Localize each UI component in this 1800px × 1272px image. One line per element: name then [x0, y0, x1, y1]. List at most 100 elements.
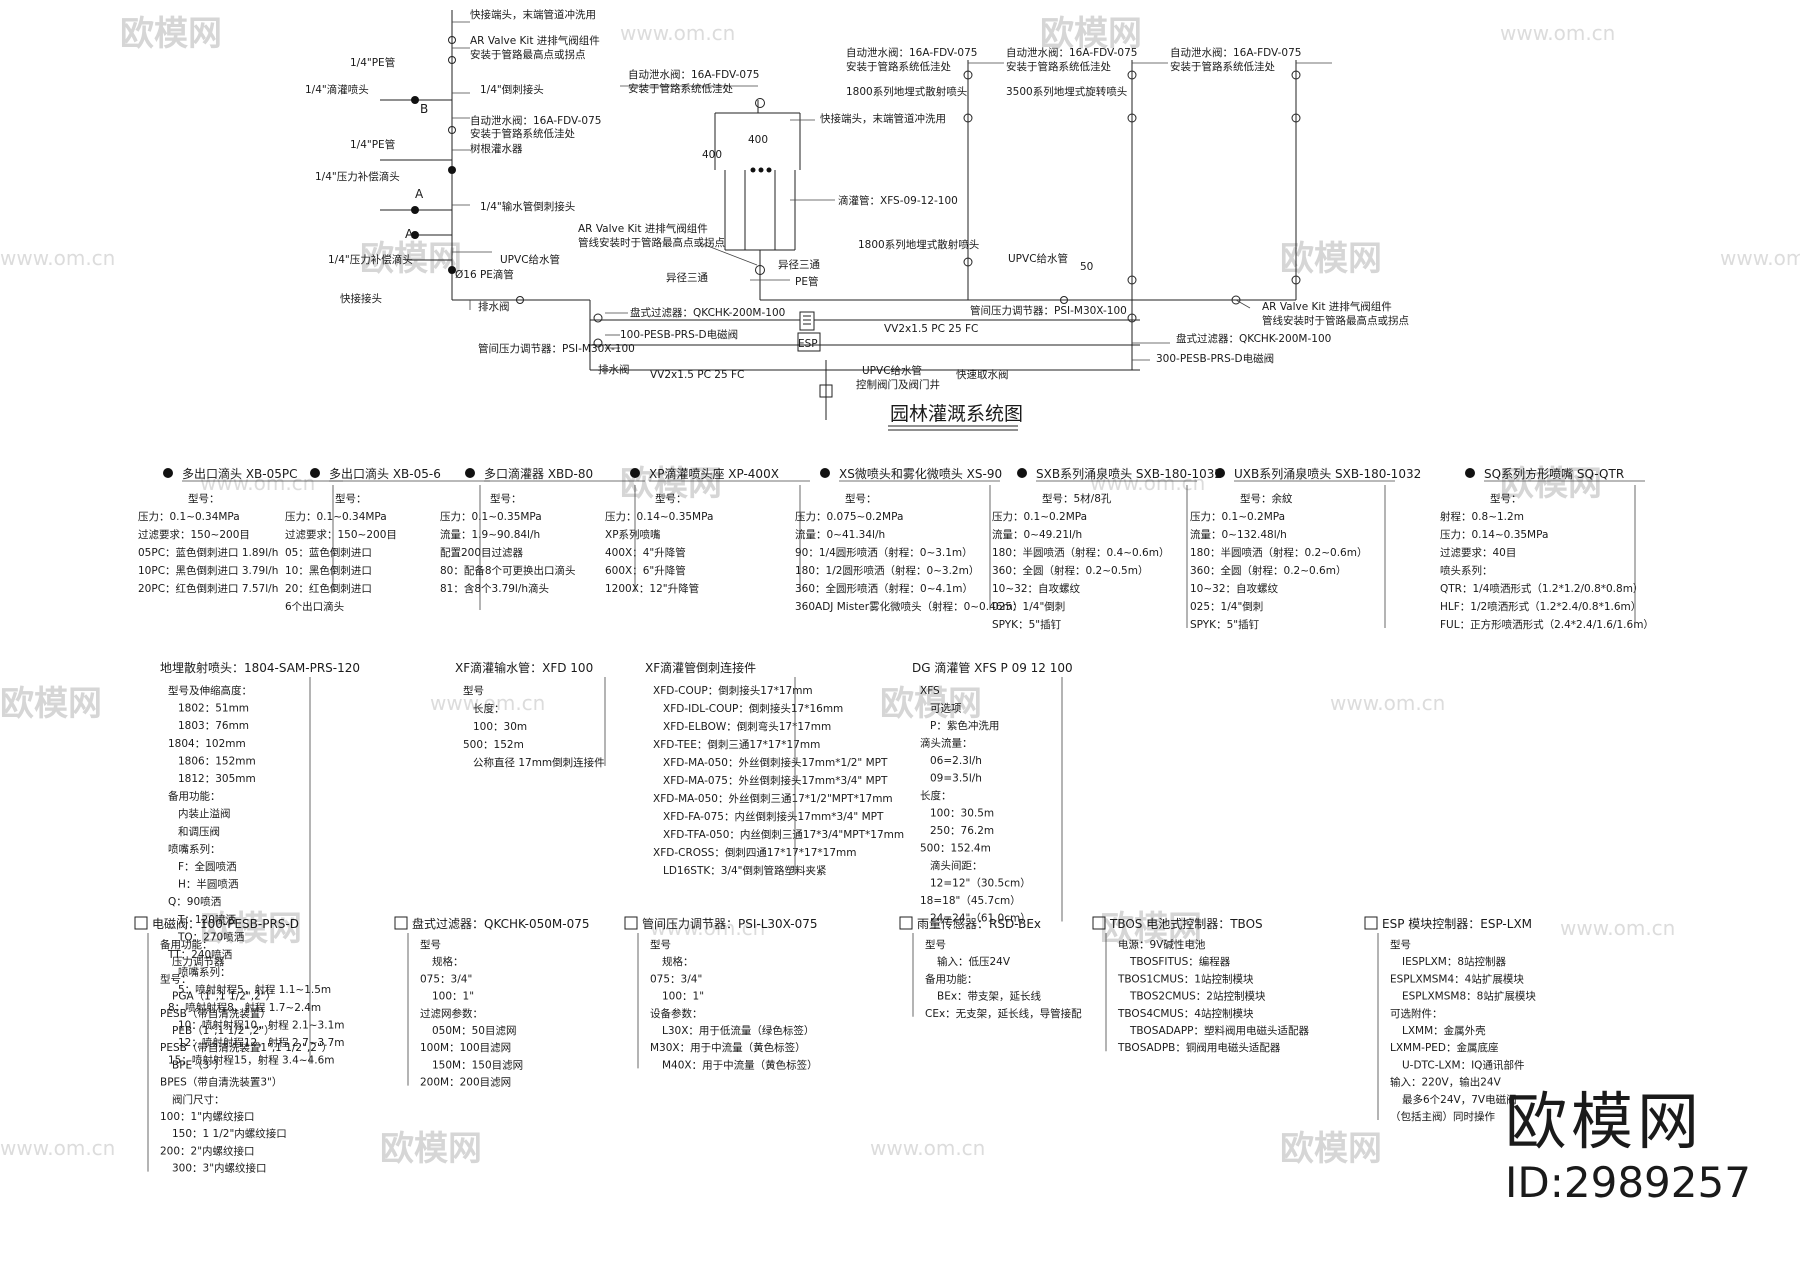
legend-line: 250：76.2m — [930, 825, 994, 837]
legend-line: 过滤网参数： — [420, 1007, 483, 1020]
legend-title: UXB系列涌泉喷头 SXB-180-1032 — [1234, 467, 1421, 481]
legend-line: 压力：0.1~0.34MPa — [285, 510, 387, 523]
legend-line: 流量：0~49.21l/h — [992, 528, 1082, 541]
legend-line: 压力：0.1~0.35MPa — [440, 510, 542, 523]
legend-line: 1200X：12"升降管 — [605, 582, 699, 595]
legend-line: 075：3/4" — [420, 973, 472, 985]
legend-line: PESB（带自清洗装置） — [160, 1007, 271, 1020]
legend-line: 500：152.4m — [920, 843, 991, 855]
legend-line: TBOSADPB：铜阀用电磁头适配器 — [1117, 1041, 1281, 1054]
system-label: 300-PESB-PRS-D电磁阀 — [1156, 352, 1274, 365]
system-label: 400 — [748, 134, 768, 146]
legend-line: 100：30m — [473, 721, 527, 733]
legend-line: TBOS4CMUS：4站控制模块 — [1117, 1007, 1254, 1020]
system-center-labels: 自动泄水阀：16A-FDV-075安装于管路系统低洼处快接端头，末端管道冲洗用4… — [478, 68, 1009, 391]
legend-line: T：120喷洒 — [177, 913, 236, 926]
watermark-site: www.om.cn — [200, 471, 315, 495]
legend-line: TT：240喷洒 — [167, 948, 233, 961]
watermark-text: 欧模网 — [120, 14, 222, 54]
watermark-site: www.om.cn — [1560, 916, 1675, 940]
system-label: 50 — [1080, 261, 1093, 273]
legend-line: 050M：50目滤网 — [432, 1024, 516, 1037]
legend-symbol — [1364, 916, 1378, 930]
system-label: 管线安装时于管路最高点或拐点 — [578, 236, 725, 249]
legend-line: 300：3"内螺纹接口 — [172, 1162, 267, 1175]
marker-letter: A — [415, 187, 424, 201]
legend-line: BPES（带自清洗装置3"） — [160, 1076, 282, 1089]
legend-line: LD16STK：3/4"倒刺管路塑料夹紧 — [663, 864, 827, 877]
legend-symbol — [899, 916, 913, 930]
system-label: 管间压力调节器：PSI-M30X-100 — [478, 342, 635, 355]
legend-symbol — [394, 916, 408, 930]
system-label: ESP — [798, 338, 818, 350]
legend-title: XF滴灌管倒刺连接件 — [645, 660, 756, 675]
legend-line: 压力调节器 — [172, 955, 225, 968]
legend-title: 电磁阀：100-PESB-PRS-D — [152, 916, 299, 931]
system-label: 安装于管路系统低洼处 — [1006, 60, 1111, 73]
legend-line: 型号： — [845, 492, 877, 505]
legend-line: TBOS1CMUS：1站控制模块 — [1117, 972, 1254, 985]
watermark-site: www.om.cn — [650, 916, 765, 940]
watermark-site: www.om.cn — [1720, 246, 1800, 270]
legend-line: 180：1/2圆形喷洒（射程：0~3.2m） — [795, 564, 979, 577]
legend-line: 可选项 — [930, 702, 962, 715]
legend-line: HLF：1/2喷洒形式（1.2*2.4/0.8*1.6m） — [1440, 600, 1641, 613]
legend-row-3: 电磁阀：100-PESB-PRS-D备用功能：压力调节器型号：PGA（1",1 … — [134, 916, 1536, 1175]
legend-line: 过滤要求：150~200目 — [138, 528, 250, 541]
watermark-layer: 欧模网 欧模网 www.om.cn www.om.cn 欧模网 欧模网 www.… — [0, 14, 1800, 1169]
legend-line: XFD-MA-075：外丝倒刺接头17mm*3/4" MPT — [663, 774, 888, 787]
legend-line: XFD-MA-050：外丝倒刺接头17mm*1/2" MPT — [663, 756, 888, 769]
legend-line: 型号 — [1390, 938, 1411, 951]
legend-line: 80：配备8个可更换出口滴头 — [440, 564, 576, 577]
legend-title: 管间压力调节器：PSI-L30X-075 — [642, 916, 818, 931]
legend-line: TQ：270喷洒 — [177, 930, 245, 943]
legend-line: 和调压阀 — [178, 825, 220, 838]
watermark-text: 欧模网 — [1500, 464, 1602, 504]
watermark-text: 欧模网 — [880, 684, 982, 724]
legend-line: XFD-FA-075：内丝倒刺接头17mm*3/4" MPT — [663, 810, 884, 823]
legend-line: 备用功能： — [168, 790, 221, 803]
legend-line: 10~32：自攻螺纹 — [992, 582, 1081, 595]
legend-line: 规格： — [432, 955, 464, 968]
system-label: 安装于管路系统低洼处 — [846, 60, 951, 73]
legend-line: 长度： — [920, 789, 952, 802]
legend-line: TBOSFITUS：编程器 — [1129, 955, 1231, 968]
legend-title: XP滴灌喷头座 XP-400X — [649, 466, 779, 481]
system-label: UPVC给水管 — [1008, 252, 1068, 265]
legend-title: 盘式过滤器：QKCHK-050M-075 — [412, 916, 590, 931]
legend-bullet — [1215, 468, 1225, 478]
legend-line: SPYK：5"插钉 — [1190, 618, 1260, 631]
legend-line: 规格： — [662, 955, 694, 968]
system-label: 排水阀 — [598, 363, 630, 376]
legend-line: 15：喷射射程15，射程 3.4~4.6m — [168, 1054, 334, 1067]
legend-line: 360：全圆（射程：0.2~0.5m） — [992, 564, 1148, 577]
legend-row-2: 地埋散射喷头：1804-SAM-PRS-120型号及伸缩高度：1802：51mm… — [160, 660, 1073, 1067]
legend-line: 流量：0~41.34l/h — [795, 528, 885, 541]
legend-line: 360：全圆形喷洒（射程：0~4.1m） — [795, 582, 973, 595]
legend-line: 型号： — [1490, 492, 1522, 505]
legend-line: M30X：用于中流量（黄色标签） — [650, 1041, 806, 1054]
legend-line: 喷嘴系列： — [178, 966, 231, 979]
legend-line: XFD-ELBOW：倒刺弯头17*17mm — [663, 720, 831, 733]
legend-bullet — [465, 468, 475, 478]
legend-line: 1804：102mm — [168, 738, 246, 750]
legend-line: QTR：1/4喷洒形式（1.2*1.2/0.8*0.8m） — [1440, 582, 1643, 595]
legend-line: 备用功能： — [925, 972, 978, 985]
legend-line: 10PC：黑色倒刺进口 3.79l/h — [138, 564, 278, 577]
system-label: 自动泄水阀：16A-FDV-075 — [1006, 46, 1137, 59]
watermark-text: 欧模网 — [1280, 1129, 1382, 1169]
system-label: 管间压力调节器：PSI-M30X-100 — [970, 304, 1127, 317]
legend-line: 型号 — [420, 938, 441, 951]
legend-line: M40X：用于中流量（黄色标签） — [662, 1058, 818, 1071]
legend-line: 05PC：蓝色倒刺进口 1.89l/h — [138, 546, 278, 559]
system-label: 1/4"压力补偿滴头 — [328, 253, 413, 266]
legend-line: XFD-TEE：倒刺三通17*17*17mm — [653, 739, 820, 751]
legend-line: 流量：1.9~90.84l/h — [440, 528, 540, 541]
legend-line: 025：1/4"倒刺 — [992, 601, 1065, 613]
legend-line: 滴头流量： — [920, 737, 973, 750]
legend-line: 100：30.5m — [930, 808, 994, 820]
legend-line: BPE（3"） — [172, 1059, 225, 1071]
legend-line: 05：蓝色倒刺进口 — [285, 546, 372, 559]
legend-line: 20：红色倒刺进口 — [285, 582, 372, 595]
legend-line: 24=24"（61.0cm） — [930, 913, 1031, 925]
